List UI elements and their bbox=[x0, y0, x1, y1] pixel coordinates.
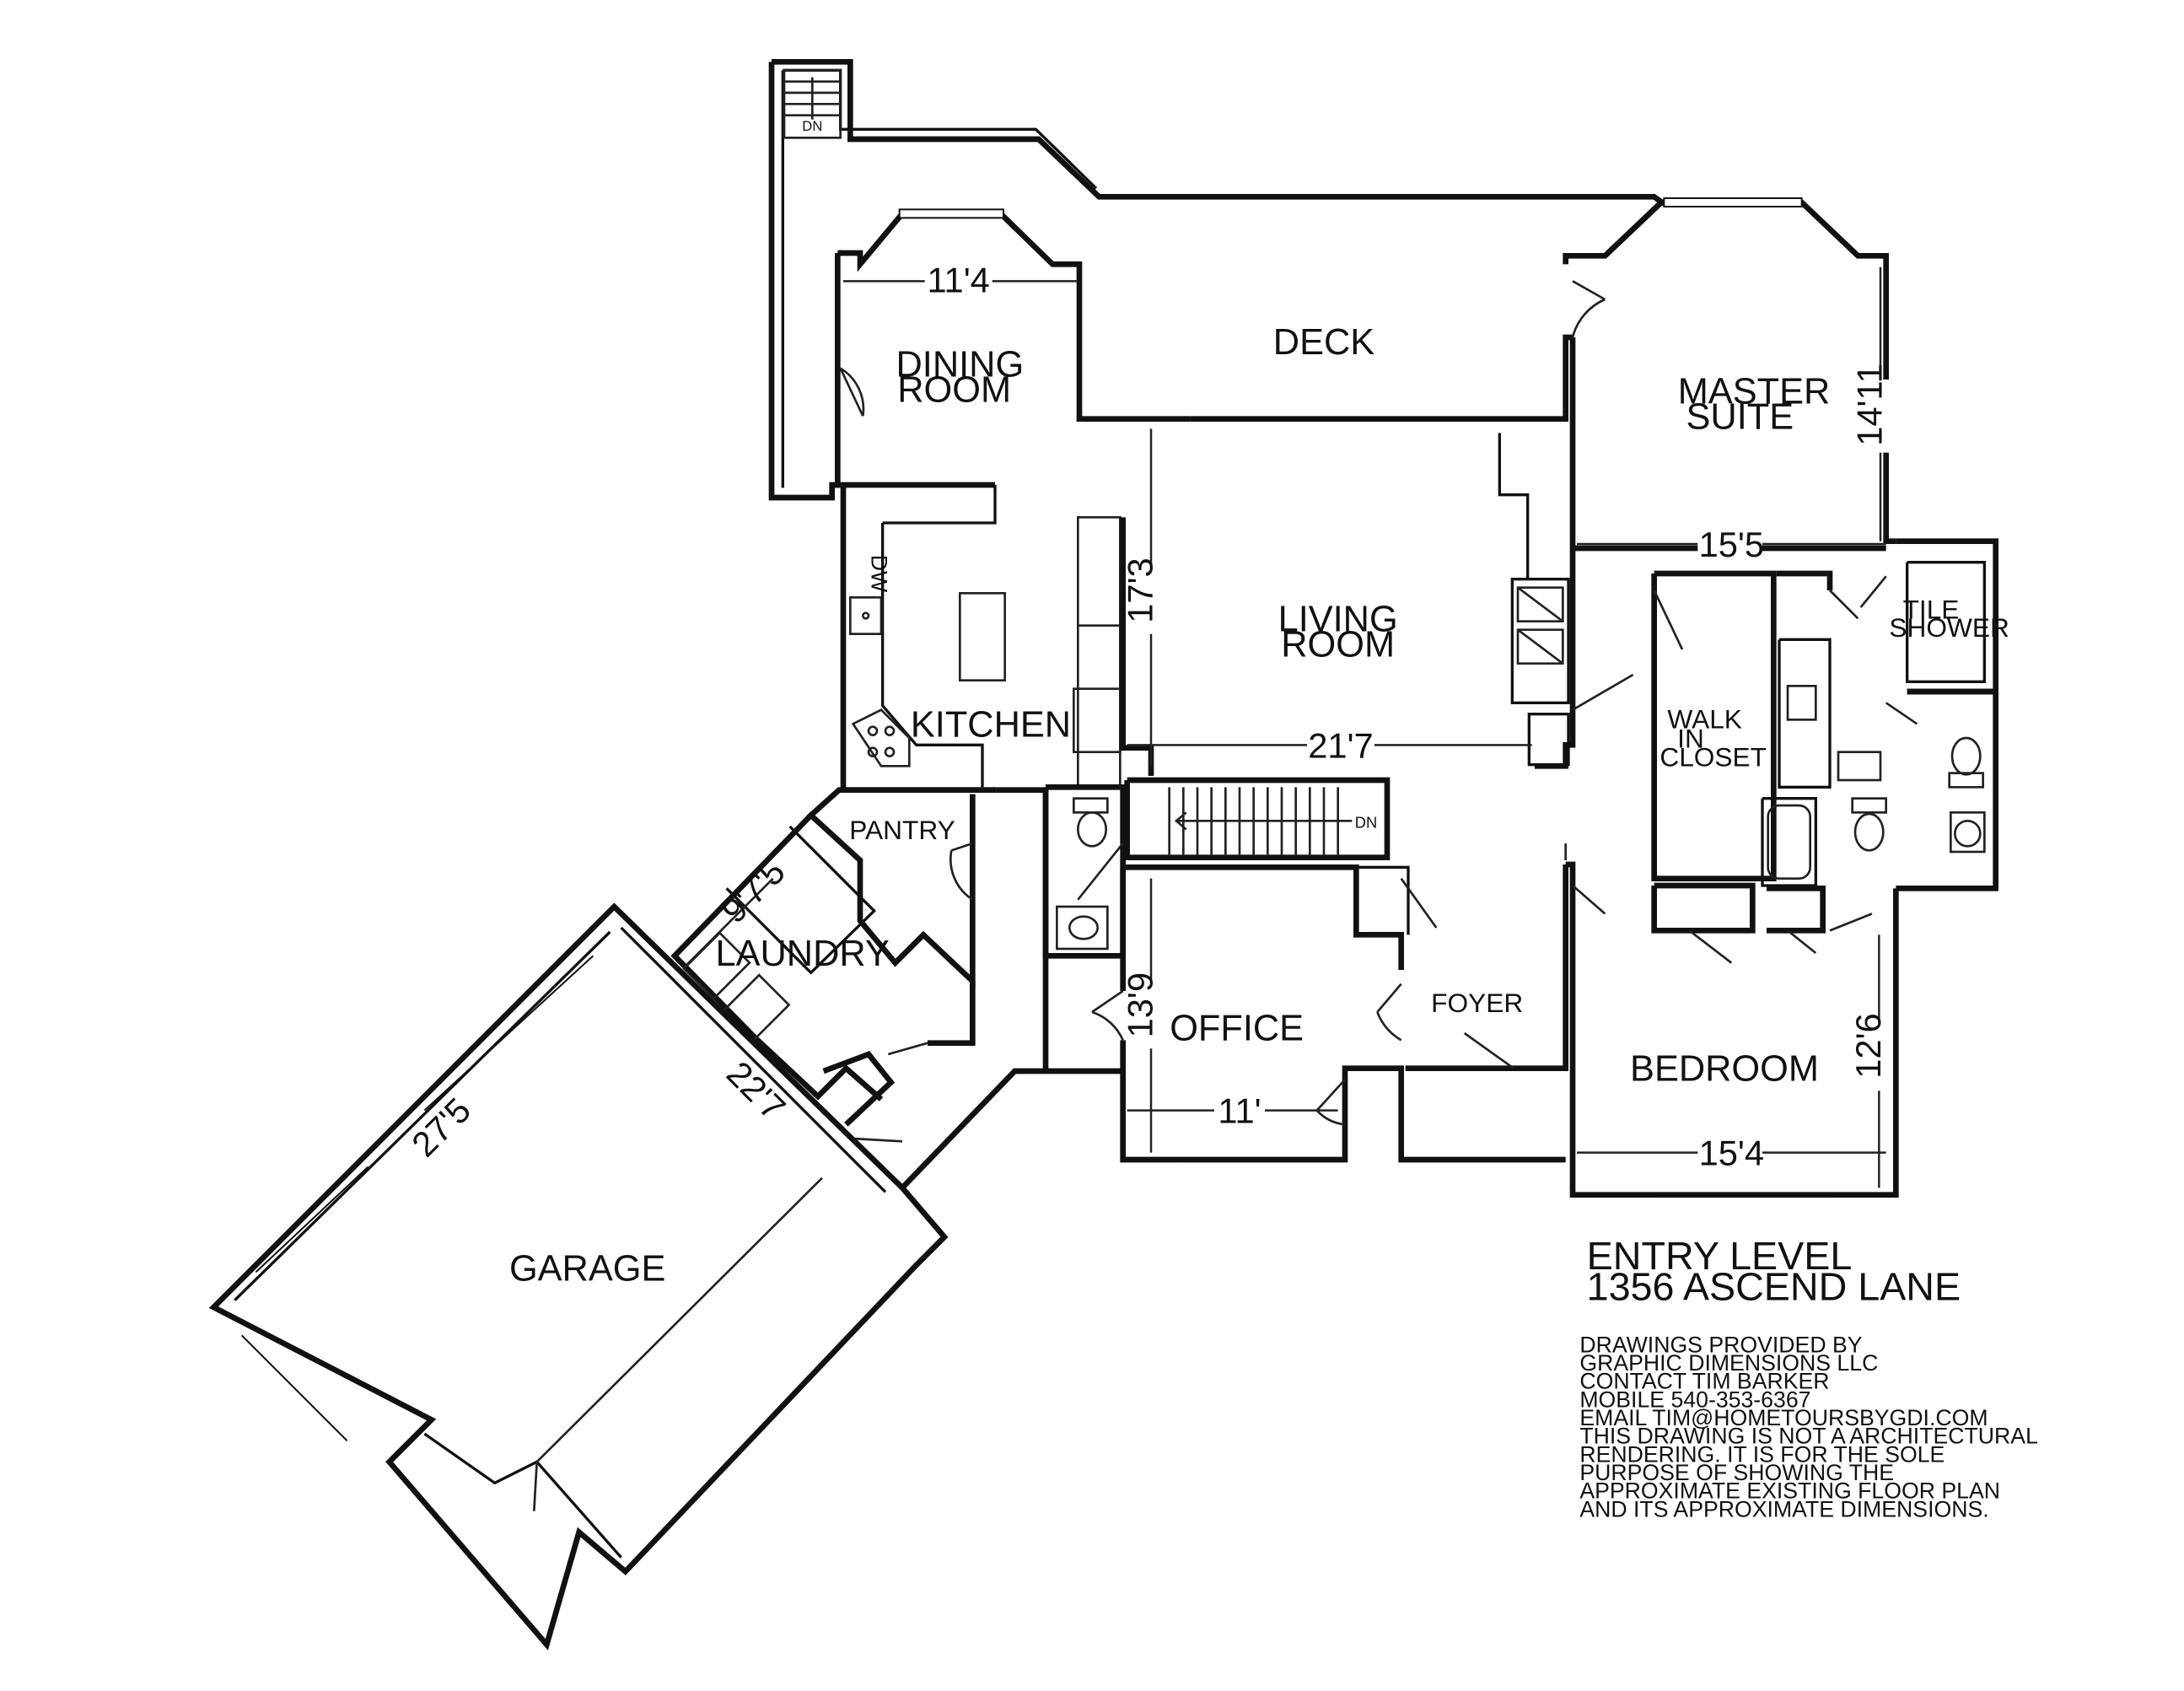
credits-line: THIS DRAWING IS NOT A ARCHITECTURAL bbox=[1579, 1424, 2038, 1449]
office-width-dim: 11' bbox=[1218, 1091, 1261, 1131]
main-stairs-dn-label: DN bbox=[1355, 814, 1377, 832]
fireplace-icon bbox=[1510, 578, 1570, 704]
living-room-label: LIVING bbox=[1278, 599, 1398, 639]
dining-room-label-2: ROOM bbox=[897, 370, 1011, 411]
tile-shower-label: TILE bbox=[1903, 594, 1960, 624]
master-suite-label: MASTER bbox=[1678, 371, 1831, 412]
deck-stairs-dn-label: DN bbox=[802, 118, 822, 134]
dining-room-walls bbox=[835, 208, 1191, 488]
credits-line: EMAIL TIM@HOMETOURSBYGDI.COM bbox=[1579, 1405, 1988, 1430]
deck-stairs bbox=[783, 69, 842, 139]
living-height-dim: 17'3 bbox=[1121, 557, 1160, 622]
master-suite-label-2: SUITE bbox=[1686, 396, 1794, 437]
kitchen-label: KITCHEN bbox=[911, 704, 1071, 745]
tile-shower-label-2: SHOWER bbox=[1889, 612, 2009, 643]
title-block: ENTRY LEVEL 1356 ASCEND LANE DRAWINGS PR… bbox=[1579, 1234, 2038, 1521]
credits-line: RENDERING. IT IS FOR THE SOLE bbox=[1579, 1441, 1945, 1467]
walk-in-closet-label: WALK bbox=[1667, 703, 1742, 734]
office-height-dim: 13'9 bbox=[1121, 972, 1160, 1037]
plan-title: ENTRY LEVEL bbox=[1587, 1234, 1853, 1278]
credits-line: CONTACT TIM BARKER bbox=[1579, 1369, 1829, 1394]
garage-width-dim: 27'5 bbox=[404, 1090, 478, 1164]
living-width-dim: 21'7 bbox=[1308, 725, 1373, 765]
credits-line: APPROXIMATE EXISTING FLOOR PLAN bbox=[1579, 1478, 2000, 1504]
main-stairs bbox=[1124, 777, 1391, 860]
foyer-label: FOYER bbox=[1431, 988, 1523, 1018]
walk-in-closet-label-2: IN bbox=[1677, 724, 1704, 754]
powder-room bbox=[1042, 784, 1126, 959]
laundry-dim: 9'7'5 bbox=[713, 852, 793, 931]
master-width-dim: 15'5 bbox=[1699, 525, 1764, 564]
garage-label: GARAGE bbox=[509, 1248, 665, 1289]
closet-bath-walls bbox=[1572, 538, 1999, 964]
room-labels: DECK DINING ROOM MASTER SUITE LIVING ROO… bbox=[509, 118, 2009, 1289]
laundry-label: LAUNDRY bbox=[716, 934, 890, 974]
bedroom-label: BEDROOM bbox=[1630, 1049, 1819, 1090]
dishwasher-label: DW bbox=[866, 555, 891, 593]
master-height-dim: 14'11 bbox=[1850, 364, 1890, 446]
pantry-label: PANTRY bbox=[849, 815, 955, 845]
foyer-walls bbox=[1400, 843, 1568, 1071]
deck-label: DECK bbox=[1273, 322, 1374, 363]
bedroom-width-dim: 15'4 bbox=[1699, 1134, 1764, 1173]
credits-block: DRAWINGS PROVIDED BY GRAPHIC DIMENSIONS … bbox=[1579, 1332, 2038, 1521]
dining-width-dim: 11'4 bbox=[927, 261, 989, 300]
dining-room-label: DINING bbox=[896, 345, 1025, 385]
bedroom-height-dim: 12'6 bbox=[1848, 1013, 1888, 1078]
credits-line: AND ITS APPROXIMATE DIMENSIONS. bbox=[1579, 1496, 1988, 1521]
credits-line: DRAWINGS PROVIDED BY bbox=[1579, 1332, 1862, 1357]
bedroom-walls bbox=[1565, 861, 1899, 1198]
office-walls bbox=[1091, 864, 1566, 1163]
credits-line: PURPOSE OF SHOWING THE bbox=[1579, 1460, 1894, 1485]
garage-walls bbox=[208, 787, 1123, 1651]
deck-outline bbox=[768, 59, 1666, 501]
walk-in-closet-label-3: CLOSET bbox=[1660, 741, 1767, 772]
credits-line: GRAPHIC DIMENSIONS LLC bbox=[1579, 1350, 1878, 1376]
master-suite-walls bbox=[1190, 197, 1896, 769]
credits-line: MOBILE 540-353-6367 bbox=[1579, 1387, 1810, 1412]
office-label: OFFICE bbox=[1170, 1008, 1304, 1048]
plan-address: 1356 ASCEND LANE bbox=[1587, 1265, 1961, 1309]
living-room-label-2: ROOM bbox=[1281, 624, 1395, 665]
pantry-laundry-walls bbox=[670, 787, 997, 1143]
cooktop-icon bbox=[851, 708, 911, 767]
